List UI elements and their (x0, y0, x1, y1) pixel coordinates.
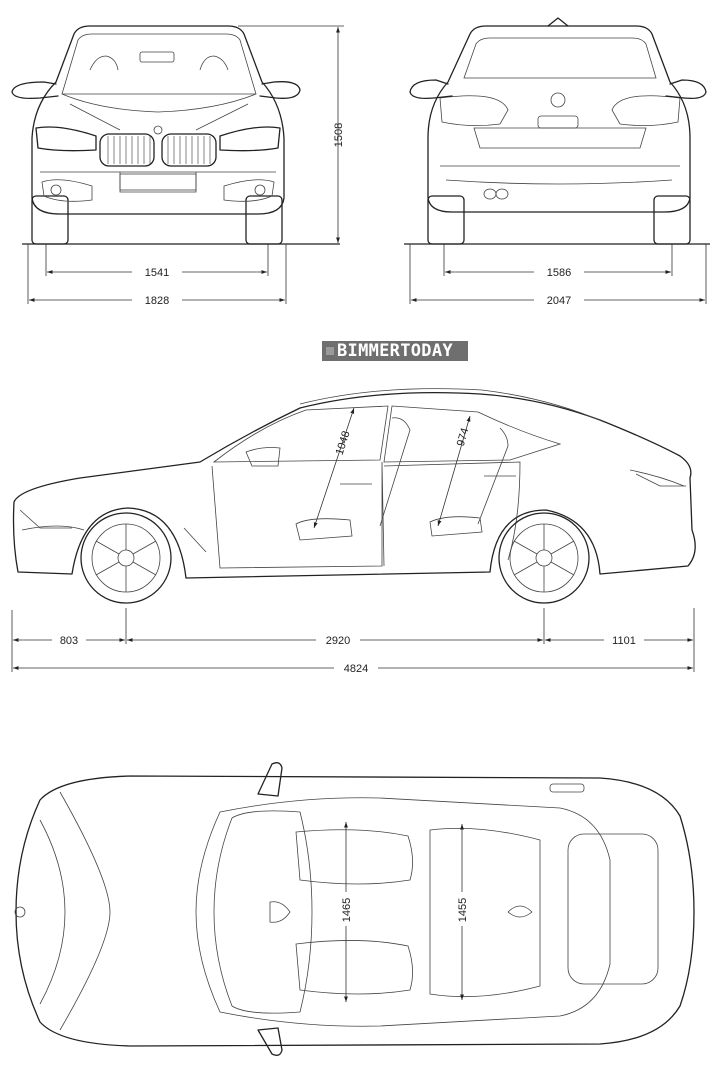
left-fog-light-icon (50, 184, 62, 196)
rear-right-mirror (665, 79, 707, 100)
front-width-label: 1828 (145, 295, 169, 307)
front-overhang-label-bg (52, 633, 86, 647)
rear-width-label: 2047 (547, 295, 571, 307)
front-track-label-bg (132, 265, 182, 279)
overall-length-label-bg (334, 661, 378, 675)
front-overhang-label: 803 (60, 635, 78, 647)
side-gill (183, 527, 207, 553)
top-left-mirror (257, 762, 283, 797)
rear-wheel-hub-icon (535, 549, 553, 567)
rear-wheel-tyre (498, 512, 590, 604)
front-bmw-badge-icon (153, 125, 163, 135)
front-body (31, 25, 285, 215)
rearview-mirror (139, 51, 175, 63)
left-kidney-grille (99, 133, 155, 167)
wheel-spokes (95, 524, 575, 592)
rear-track-label-bg (534, 265, 584, 279)
roof-antenna (547, 17, 569, 27)
side-lamp-lines (21, 469, 685, 531)
front-side-window (212, 405, 389, 463)
top-view: 1465 1455 (14, 762, 695, 1056)
front-headlight-side (19, 509, 72, 529)
top-front-seats (295, 829, 413, 995)
door-outlines (211, 461, 521, 569)
exhaust-right-icon (495, 188, 509, 200)
front-view: 1508 1541 1828 (11, 25, 345, 307)
watermark-icon (326, 347, 334, 355)
hood-creases (69, 103, 249, 131)
front-fog-light-bays (41, 179, 275, 202)
top-hood-lines (39, 791, 111, 1031)
rear-shoulder-label-bg (453, 892, 471, 926)
top-right-mirror (257, 1027, 283, 1056)
top-rear-spoiler-left (549, 783, 585, 793)
top-rear-bench (429, 827, 541, 998)
front-seat-headrests (89, 55, 229, 71)
side-view: 1048 974 803 2920 1101 4824 (11, 388, 696, 675)
front-right-tyre (245, 195, 283, 245)
rear-left-tyre (427, 195, 465, 245)
top-body-outline (15, 775, 695, 1047)
kidney-grille-slats (107, 136, 211, 164)
front-shoulder-label-bg (337, 892, 355, 926)
front-license-plate (119, 173, 197, 191)
rear-window (463, 37, 657, 79)
watermark-logo: BIMMERTODAY (322, 341, 468, 361)
rear-taillight-side (635, 473, 686, 487)
front-left-tyre (31, 195, 69, 245)
side-mirror (245, 447, 281, 467)
front-track-label: 1541 (145, 267, 169, 279)
roof-rail (299, 388, 605, 423)
front-headroom-dimension (313, 407, 355, 529)
front-height-label: 1508 (333, 123, 345, 147)
rear-width-label-bg (534, 293, 584, 307)
rear-taillights (439, 95, 681, 126)
front-seat-outline (295, 417, 411, 541)
front-shoulder-label: 1465 (341, 898, 353, 922)
rear-left-mirror (409, 79, 453, 100)
trunk-lid (473, 127, 647, 149)
wheelbase-label: 2920 (326, 635, 350, 647)
rear-view: 1586 2047 (404, 17, 710, 307)
front-width-label-bg (132, 293, 182, 307)
rear-right-tyre (653, 195, 691, 245)
top-windshield (213, 810, 313, 1014)
rear-headroom-label: 974 (455, 427, 472, 448)
side-body-silhouette (12, 391, 696, 579)
rear-overhang-label: 1101 (612, 635, 636, 647)
rear-seat-outline (429, 427, 509, 537)
rear-bumper-lines (440, 165, 680, 185)
hood-edge (61, 93, 257, 113)
watermark-text: BIMMERTODAY (337, 341, 453, 361)
top-rear-glass (567, 833, 659, 985)
right-kidney-grille (161, 133, 217, 167)
wheelbase-label-bg (316, 633, 360, 647)
rear-side-window (383, 405, 562, 463)
front-windshield (61, 33, 257, 95)
door-handles (340, 475, 516, 485)
overall-length-label: 4824 (344, 663, 368, 675)
front-headroom-label: 1048 (334, 430, 353, 457)
front-wheel-tyre (80, 512, 172, 604)
front-wheel-hub-icon (117, 549, 135, 567)
left-headlight (35, 126, 97, 152)
rear-bmw-badge-icon (550, 92, 566, 108)
right-fog-light-icon (254, 184, 266, 196)
rear-body (427, 25, 691, 213)
rear-overhang-label-bg (604, 633, 644, 647)
top-roof-outline (195, 797, 611, 1027)
rear-shoulder-label: 1455 (457, 898, 469, 922)
rear-track-label: 1586 (547, 267, 571, 279)
front-left-mirror (11, 81, 59, 100)
exhaust-left-icon (483, 188, 497, 200)
top-bmw-badge-icon (14, 906, 26, 918)
right-headlight (219, 126, 281, 152)
top-center-console (269, 901, 291, 923)
top-shark-fin-antenna-icon (507, 905, 533, 918)
rear-headroom-dimension (437, 415, 471, 527)
rear-plate-recess (537, 115, 579, 129)
front-right-mirror (259, 81, 301, 99)
